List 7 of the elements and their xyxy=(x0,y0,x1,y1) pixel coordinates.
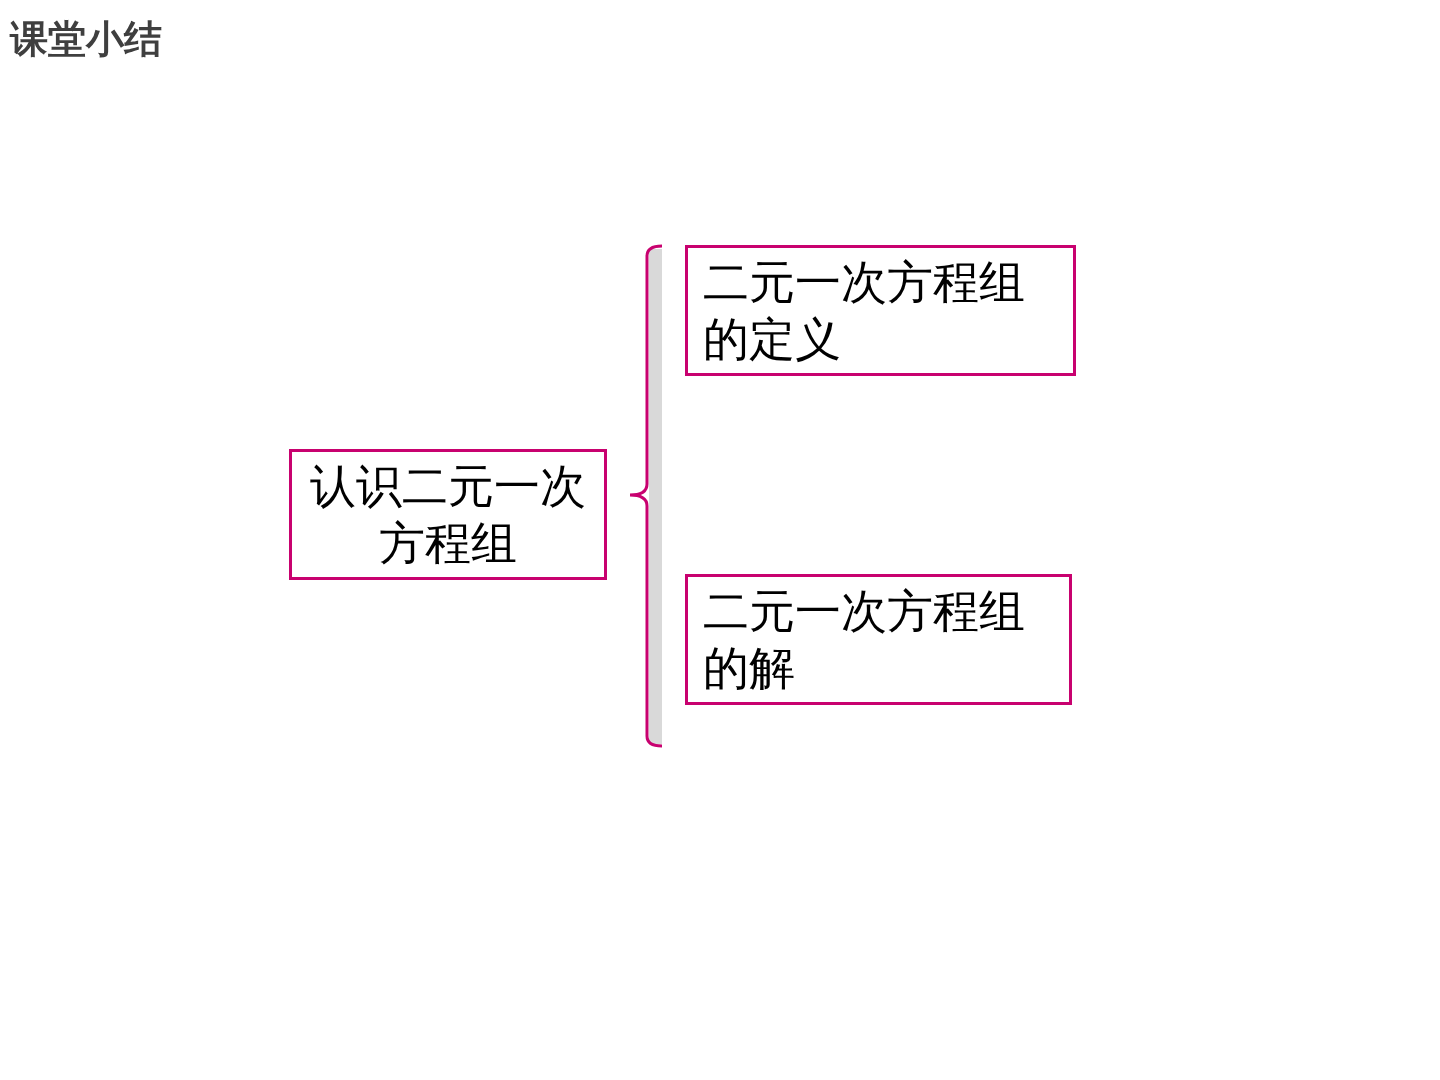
subtopic-box xyxy=(685,574,1072,705)
subtopic-box xyxy=(685,245,1076,376)
box-text: 二元一次方程组的解 xyxy=(703,582,1026,697)
slide-title: 课堂小结 xyxy=(10,16,162,63)
topic-box xyxy=(289,449,607,580)
box-text: 二元一次方程组的定义 xyxy=(703,253,1026,368)
box-text: 认识二元一次方程组 xyxy=(309,457,587,572)
